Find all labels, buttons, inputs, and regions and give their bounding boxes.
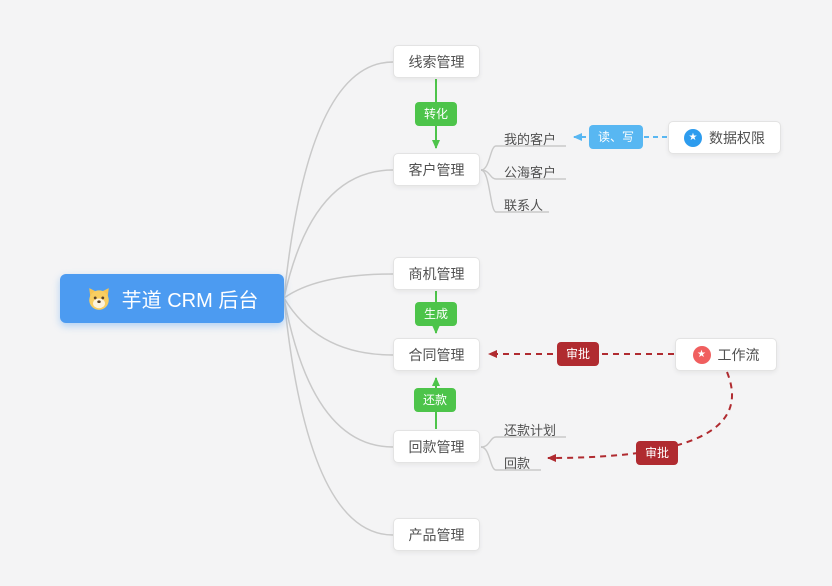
node-label: 工作流 xyxy=(717,346,760,363)
node-label: 合同管理 xyxy=(408,346,465,363)
edge-receivables-to-repay-plan xyxy=(480,436,566,448)
edge-root-to-contracts xyxy=(283,297,394,356)
node-label: 数据权限 xyxy=(709,129,765,146)
child-connectors xyxy=(480,145,566,471)
edge-root-to-products xyxy=(283,297,394,536)
edge-label-convert: 转化 xyxy=(414,102,458,126)
node-receivables: 回款管理 xyxy=(393,430,480,463)
star-icon: ★ xyxy=(684,128,702,147)
edge-label-approve-contract: 审批 xyxy=(556,342,600,366)
edge-label-generate: 生成 xyxy=(414,302,458,326)
node-receipt: 回款 xyxy=(504,456,531,471)
root-branch-connectors xyxy=(283,61,394,536)
node-opportunities: 商机管理 xyxy=(393,257,480,290)
node-products: 产品管理 xyxy=(393,518,480,551)
edge-root-to-customers xyxy=(283,169,394,299)
node-data-permission: ★ 数据权限 xyxy=(668,121,781,154)
edge-customers-to-my-customers xyxy=(480,145,566,171)
node-label: 产品管理 xyxy=(408,526,465,543)
node-label: 客户管理 xyxy=(408,161,465,178)
edge-root-to-receivables xyxy=(283,297,394,448)
edge-root-to-leads xyxy=(283,61,394,299)
node-customers: 客户管理 xyxy=(393,153,480,186)
edge-customers-to-contacts xyxy=(480,169,549,213)
node-contacts: 联系人 xyxy=(504,198,544,213)
root-node-crm-backend: 芋道 CRM 后台 xyxy=(60,274,284,323)
node-repay-plan: 还款计划 xyxy=(504,423,557,438)
node-contracts: 合同管理 xyxy=(393,338,480,371)
dog-icon xyxy=(86,287,112,311)
edge-receivables-to-receipt xyxy=(480,446,541,471)
edge-label-read-write: 读、写 xyxy=(588,125,644,149)
edge-label-repay: 还款 xyxy=(413,388,457,412)
node-leads: 线索管理 xyxy=(393,45,480,78)
arrow-workflow-to-receipt xyxy=(547,371,733,462)
node-label: 线索管理 xyxy=(408,53,465,70)
edge-root-to-opportunities xyxy=(283,273,394,299)
node-label: 回款管理 xyxy=(408,438,465,455)
star-icon: ★ xyxy=(692,345,711,364)
root-node-label: 芋道 CRM 后台 xyxy=(121,290,259,312)
node-my-customers: 我的客户 xyxy=(504,132,557,147)
node-workflow: ★ 工作流 xyxy=(675,338,777,371)
node-public-customers: 公海客户 xyxy=(504,165,557,180)
edge-label-approve-receivable: 审批 xyxy=(635,441,679,465)
node-label: 商机管理 xyxy=(408,265,465,282)
